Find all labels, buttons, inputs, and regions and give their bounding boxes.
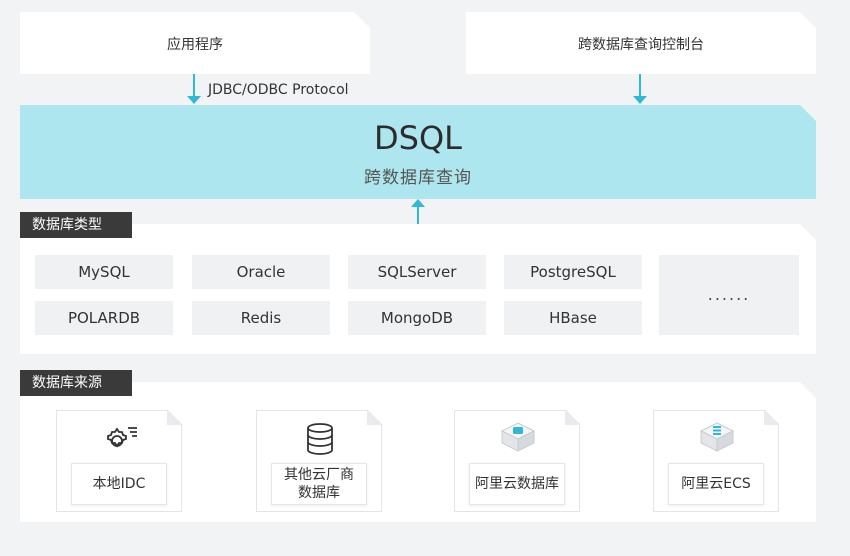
- db-type-redis: Redis: [192, 301, 330, 335]
- source-label-local-idc: 本地IDC: [71, 463, 167, 505]
- application-label: 应用程序: [167, 37, 223, 53]
- db-type-sqlserver: SQLServer: [348, 255, 486, 289]
- db-type-hbase: HBase: [504, 301, 642, 335]
- database-icon: [300, 419, 340, 459]
- db-type-mysql: MySQL: [35, 255, 173, 289]
- arrow-up-icon: [411, 199, 425, 225]
- console-label: 跨数据库查询控制台: [578, 37, 704, 53]
- dsql-title: DSQL: [374, 119, 462, 157]
- cloud-database-cube-icon: [498, 419, 538, 459]
- protocol-label: JDBC/ODBC Protocol: [208, 82, 349, 98]
- arrow-down-icon: [187, 74, 201, 105]
- dsql-subtitle: 跨数据库查询: [364, 168, 472, 188]
- dsql-layer: DSQL 跨数据库查询: [20, 105, 816, 199]
- gear-icon: [100, 419, 140, 459]
- cross-db-console-box: 跨数据库查询控制台: [466, 12, 816, 74]
- source-card-other-cloud: 其他云厂商 数据库: [256, 410, 382, 512]
- source-label-aliyun-ecs: 阿里云ECS: [668, 463, 764, 505]
- db-type-more: ......: [659, 255, 799, 335]
- source-label-other-cloud: 其他云厂商 数据库: [271, 463, 367, 505]
- db-type-postgresql: PostgreSQL: [504, 255, 642, 289]
- application-box: 应用程序: [20, 12, 370, 74]
- source-card-aliyun-ecs: 阿里云ECS: [653, 410, 779, 512]
- source-label-aliyun-db: 阿里云数据库: [469, 463, 565, 505]
- cloud-server-cube-icon: [697, 419, 737, 459]
- arrow-down-icon: [633, 74, 647, 105]
- database-types-tag: 数据库类型: [20, 212, 132, 238]
- source-card-aliyun-db: 阿里云数据库: [454, 410, 580, 512]
- db-type-oracle: Oracle: [192, 255, 330, 289]
- db-type-mongodb: MongoDB: [348, 301, 486, 335]
- db-type-polardb: POLARDB: [35, 301, 173, 335]
- source-card-local-idc: 本地IDC: [56, 410, 182, 512]
- database-sources-tag: 数据库来源: [20, 370, 132, 396]
